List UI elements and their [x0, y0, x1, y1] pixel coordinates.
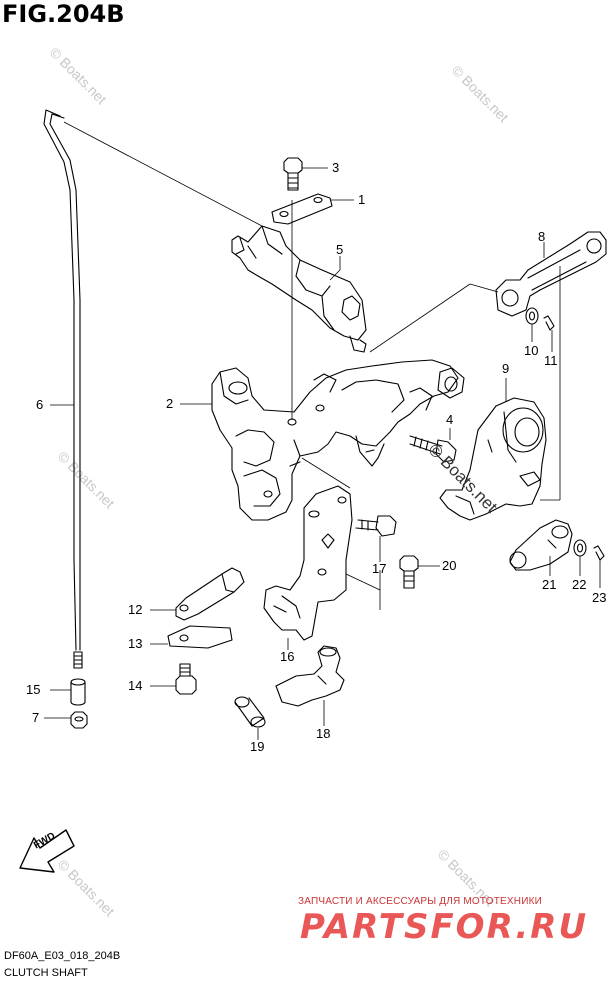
- shop-caption-watermark: ЗАПЧАСТИ И АКСЕССУАРЫ ДЛЯ МОТОТЕХНИКИ: [298, 896, 543, 907]
- link-arm-part: [495, 231, 607, 317]
- callout-19: 19: [250, 739, 265, 754]
- callout-1: 1: [358, 192, 366, 207]
- horizontal-bolt-part: [409, 435, 457, 463]
- shift-lever-part: [439, 397, 547, 521]
- small-clip-part: [593, 545, 605, 561]
- clutch-rod-part: [43, 109, 83, 669]
- callout-9: 9: [502, 361, 510, 376]
- bracket-plate-part: [263, 485, 353, 641]
- figure-title: FIG.204B: [2, 0, 125, 28]
- vertical-bolt-part: [399, 555, 419, 589]
- callout-5: 5: [336, 242, 344, 257]
- spring-bracket-part: [275, 645, 345, 707]
- section-name: CLUTCH SHAFT: [4, 967, 88, 979]
- callout-2: 2: [166, 396, 174, 411]
- short-bolt-part: [175, 663, 197, 695]
- callout-10: 10: [524, 343, 539, 358]
- shaft-assembly-part: [231, 225, 367, 353]
- small-washer-part: [573, 539, 587, 557]
- lever-plate-part: [175, 567, 245, 621]
- bracket-bolt-part: [355, 515, 397, 537]
- callout-12: 12: [128, 602, 143, 617]
- bushing-part: [234, 696, 266, 728]
- callout-20: 20: [442, 558, 457, 573]
- callout-23: 23: [592, 590, 607, 605]
- callout-6: 6: [36, 397, 44, 412]
- callout-22: 22: [572, 577, 587, 592]
- model-code: DF60A_E03_018_204B: [4, 950, 121, 962]
- callout-13: 13: [128, 636, 143, 651]
- shim-part: [167, 625, 233, 649]
- callout-7: 7: [32, 710, 40, 725]
- plate-part: [271, 193, 333, 225]
- rod-sleeve-part: [70, 678, 86, 706]
- callout-17: 17: [372, 561, 387, 576]
- bolt-part: [283, 157, 303, 191]
- callout-3: 3: [332, 160, 340, 175]
- callout-15: 15: [26, 682, 41, 697]
- callout-14: 14: [128, 678, 143, 693]
- washer-part: [525, 307, 539, 325]
- fwd-arrow-icon: [19, 829, 75, 873]
- callout-21: 21: [542, 577, 557, 592]
- leader-lines: [44, 121, 601, 740]
- callout-18: 18: [316, 726, 331, 741]
- shop-logo-watermark: PARTSFOR.RU: [300, 907, 589, 947]
- clip-pin-part: [543, 315, 555, 331]
- callout-11: 11: [544, 353, 558, 368]
- nut-part: [70, 711, 88, 729]
- callout-8: 8: [538, 229, 546, 244]
- main-bracket-part: [211, 359, 465, 521]
- connector-part: [509, 519, 573, 571]
- callout-16: 16: [280, 649, 295, 664]
- callout-4: 4: [446, 412, 454, 427]
